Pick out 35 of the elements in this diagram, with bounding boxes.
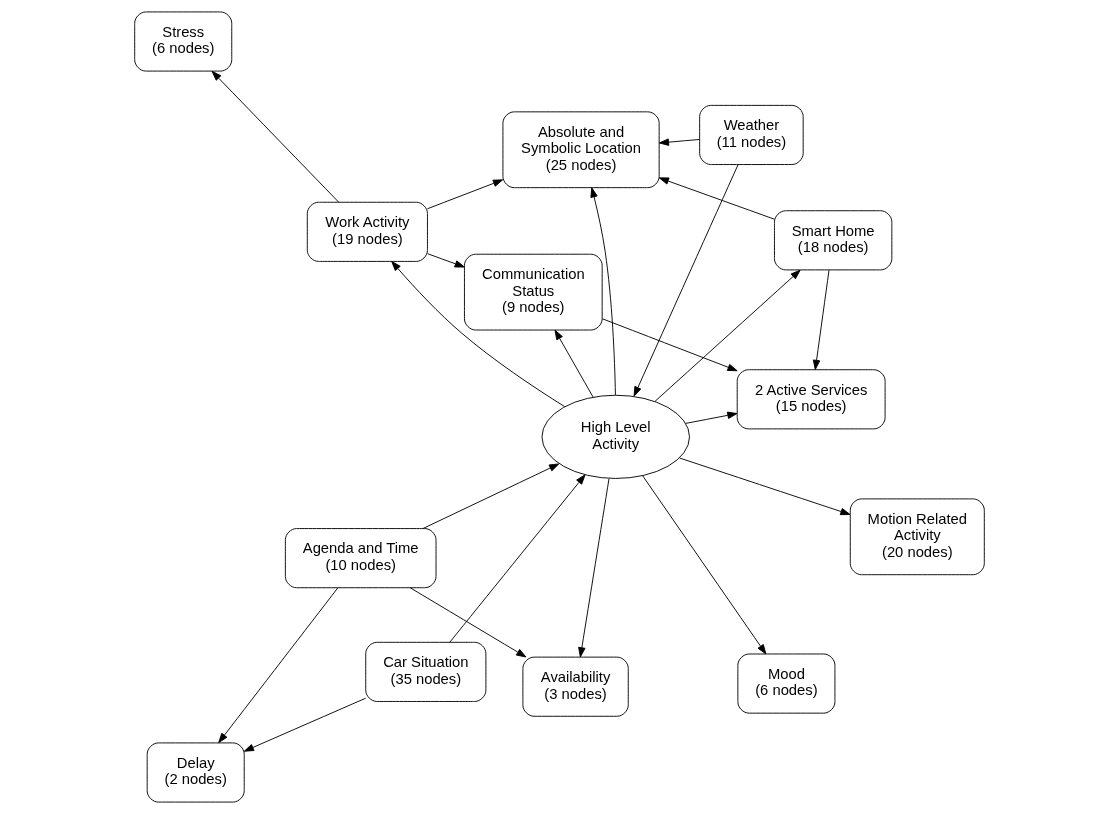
arrow — [426, 179, 503, 210]
node-box: Agenda and Time (10 nodes) — [284, 528, 436, 589]
arrow — [658, 177, 775, 220]
arrow — [409, 587, 526, 658]
arrow — [243, 697, 366, 752]
arrow — [577, 478, 609, 658]
arrow — [633, 164, 738, 397]
arrow — [812, 269, 829, 370]
node-ellipse: High Level Activity — [541, 394, 690, 479]
arrow — [448, 474, 585, 643]
arrow — [390, 260, 565, 408]
node-box: Stress (6 nodes) — [133, 11, 232, 72]
node-box: Smart Home (18 nodes) — [773, 210, 892, 271]
arrow — [589, 187, 616, 396]
node-box: Delay (2 nodes) — [146, 742, 245, 803]
node-box: Communication Status (9 nodes) — [463, 253, 603, 331]
node-box: Absolute and Symbolic Location (25 nodes) — [502, 111, 660, 189]
arrow — [211, 70, 339, 203]
arrow — [678, 457, 850, 516]
arrow — [641, 475, 766, 655]
arrow — [426, 253, 465, 268]
node-box: Availability (3 nodes) — [521, 656, 629, 717]
arrow — [654, 269, 801, 402]
node-box: Weather (11 nodes) — [698, 104, 804, 165]
arrow — [422, 463, 559, 529]
node-box: Work Activity (19 nodes) — [306, 201, 428, 262]
arrow — [601, 318, 738, 372]
node-box: Motion Related Activity (20 nodes) — [849, 498, 985, 576]
arrow — [554, 329, 593, 398]
node-box: Car Situation (35 nodes) — [364, 641, 486, 702]
node-box: 2 Active Services (15 nodes) — [736, 369, 886, 430]
node-box: Mood (6 nodes) — [736, 653, 835, 714]
arrow — [217, 587, 338, 744]
arrow — [658, 138, 700, 146]
arrow — [684, 411, 737, 424]
